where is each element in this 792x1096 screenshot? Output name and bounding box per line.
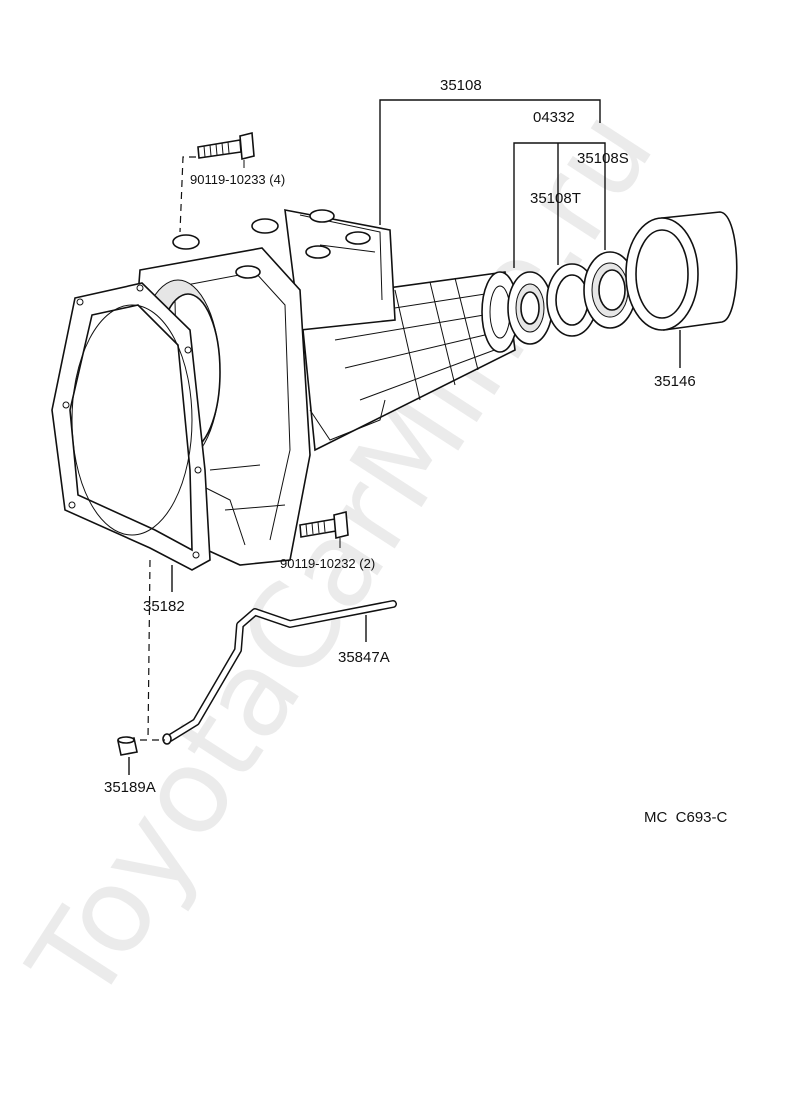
bolt-bottom-icon: [299, 510, 349, 540]
leader-lines: [128, 99, 681, 775]
gasket-35182: [51, 282, 211, 571]
label-35189A: 35189A: [104, 779, 156, 796]
label-35108: 35108: [440, 77, 482, 94]
figure-code: MC C693-C: [644, 809, 728, 826]
breather-tube-35847A: [162, 600, 397, 745]
label-35847A: 35847A: [338, 649, 390, 666]
label-04332: 04332: [533, 109, 575, 126]
bushing-35108S: [583, 251, 637, 329]
bolt-top-icon: [197, 131, 255, 161]
plug-35189A-icon: [117, 736, 138, 756]
label-35108T: 35108T: [530, 190, 581, 207]
label-35108S: 35108S: [577, 150, 629, 167]
label-35182: 35182: [143, 598, 185, 615]
label-35146: 35146: [654, 373, 696, 390]
label-bolt-bottom: 90119-10232 (2): [280, 556, 375, 571]
dust-deflector-35146: [625, 211, 738, 331]
label-bolt-top: 90119-10233 (4): [190, 172, 285, 187]
oil-seal-04332: [507, 271, 553, 345]
